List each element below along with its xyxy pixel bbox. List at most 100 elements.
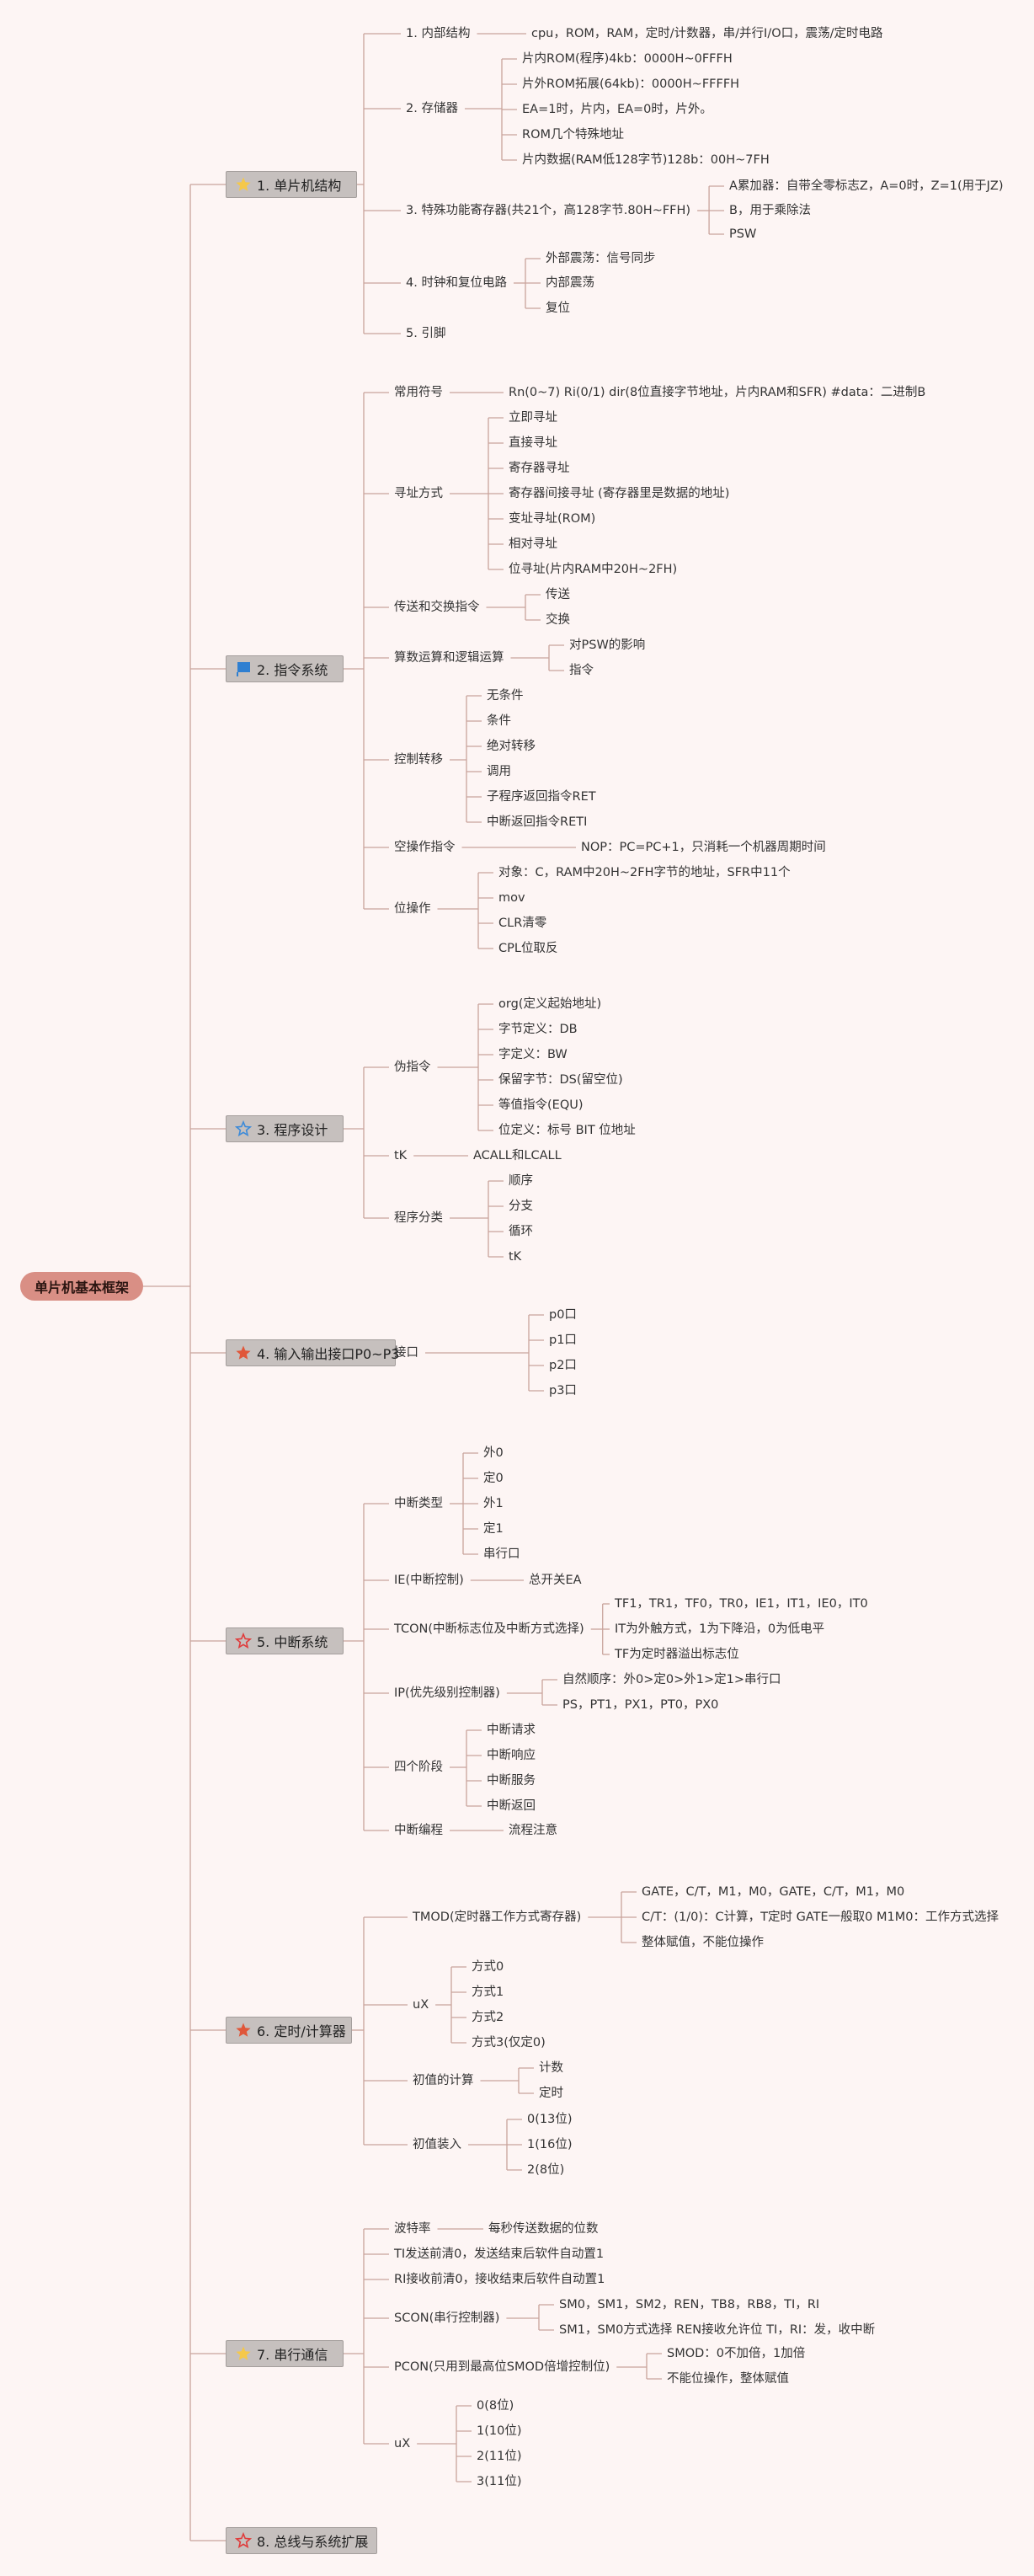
leaf-1-2-2[interactable]: 片外ROM拓展(64kb)：0000H~FFFFH — [522, 77, 740, 91]
leaf-5-1-4[interactable]: 定1 — [483, 1522, 504, 1536]
node-6-3[interactable]: 初值的计算 — [413, 2074, 474, 2087]
root-node[interactable]: 单片机基本框架 — [20, 1272, 143, 1301]
leaf-1-2-1[interactable]: 片内ROM(程序)4kb：0000H~0FFFH — [522, 52, 733, 66]
section-6[interactable]: 6. 定时/计算器 — [226, 2017, 352, 2044]
leaf-2-2-7[interactable]: 位寻址(片内RAM中20H~2FH) — [509, 563, 678, 576]
leaf-7-6-2[interactable]: 1(10位) — [477, 2424, 522, 2438]
leaf-4-1-2[interactable]: p1口 — [549, 1333, 577, 1347]
leaf-2-5-1[interactable]: 无条件 — [487, 689, 524, 703]
node-5-6[interactable]: 中断编程 — [394, 1824, 443, 1837]
node-3-1[interactable]: 伪指令 — [394, 1061, 431, 1074]
leaf-1-2-3[interactable]: EA=1时，片内，EA=0时，片外。 — [522, 103, 712, 116]
node-7-4[interactable]: SCON(串行控制器) — [394, 2311, 500, 2325]
leaf-1-2-4[interactable]: ROM几个特殊地址 — [522, 128, 624, 142]
leaf-4-1-4[interactable]: p3口 — [549, 1384, 577, 1398]
leaf-3-1-2[interactable]: 字节定义：DB — [498, 1023, 578, 1036]
leaf-6-1-3[interactable]: 整体赋值，不能位操作 — [642, 1936, 764, 1949]
node-1-2[interactable]: 2. 存储器 — [406, 102, 458, 115]
leaf-4-1-3[interactable]: p2口 — [549, 1359, 577, 1372]
node-1-3[interactable]: 3. 特殊功能寄存器(共21个，高128字节.80H~FFH) — [406, 204, 691, 217]
leaf-3-3-3[interactable]: 循环 — [509, 1225, 533, 1238]
leaf-2-2-5[interactable]: 变址寻址(ROM) — [509, 512, 596, 526]
leaf-7-6-4[interactable]: 3(11位) — [477, 2475, 522, 2488]
leaf-5-1-5[interactable]: 串行口 — [483, 1547, 520, 1561]
leaf-6-4-2[interactable]: 1(16位) — [527, 2138, 573, 2151]
leaf-2-7-4[interactable]: CPL位取反 — [498, 942, 558, 955]
leaf-3-2-1[interactable]: ACALL和LCALL — [473, 1149, 562, 1162]
node-6-4[interactable]: 初值装入 — [413, 2138, 461, 2151]
section-4[interactable]: 4. 输入输出接口P0~P3 — [226, 1339, 399, 1366]
leaf-1-4-3[interactable]: 复位 — [546, 302, 570, 315]
leaf-2-7-2[interactable]: mov — [498, 891, 525, 905]
leaf-2-5-2[interactable]: 条件 — [487, 714, 511, 728]
leaf-6-2-1[interactable]: 方式0 — [472, 1960, 504, 1974]
leaf-5-1-2[interactable]: 定0 — [483, 1472, 504, 1485]
leaf-5-4-2[interactable]: PS，PT1，PX1，PT0，PX0 — [562, 1698, 719, 1712]
leaf-7-5-2[interactable]: 不能位操作，整体赋值 — [667, 2372, 789, 2386]
leaf-1-1-1[interactable]: cpu，ROM，RAM，定时/计数器，串/并行I/O口，震荡/定时电路 — [531, 27, 883, 40]
leaf-4-1-1[interactable]: p0口 — [549, 1308, 577, 1322]
node-7-5[interactable]: PCON(只用到最高位SMOD倍增控制位) — [394, 2360, 610, 2374]
node-7-6[interactable]: uX — [394, 2437, 411, 2450]
leaf-7-4-1[interactable]: SM0，SM1，SM2，REN，TB8，RB8，TI，RI — [559, 2298, 820, 2311]
leaf-7-5-1[interactable]: SMOD：0不加倍，1加倍 — [667, 2347, 806, 2360]
leaf-6-3-2[interactable]: 定时 — [539, 2087, 563, 2100]
node-5-2[interactable]: IE(中断控制) — [394, 1574, 464, 1587]
leaf-3-1-4[interactable]: 保留字节：DS(留空位) — [498, 1073, 623, 1087]
node-7-3[interactable]: RI接收前清0，接收结束后软件自动置1 — [394, 2273, 605, 2286]
leaf-7-1-1[interactable]: 每秒传送数据的位数 — [488, 2222, 599, 2236]
leaf-2-5-4[interactable]: 调用 — [487, 765, 511, 778]
leaf-5-5-4[interactable]: 中断返回 — [487, 1799, 536, 1813]
leaf-6-2-3[interactable]: 方式2 — [472, 2011, 504, 2024]
node-1-1[interactable]: 1. 内部结构 — [406, 27, 471, 40]
leaf-5-5-2[interactable]: 中断响应 — [487, 1749, 536, 1762]
leaf-6-3-1[interactable]: 计数 — [539, 2061, 563, 2075]
leaf-2-2-1[interactable]: 立即寻址 — [509, 411, 557, 425]
node-5-1[interactable]: 中断类型 — [394, 1497, 443, 1510]
leaf-2-5-5[interactable]: 子程序返回指令RET — [487, 790, 596, 804]
leaf-2-6-1[interactable]: NOP：PC=PC+1，只消耗一个机器周期时间 — [581, 841, 826, 854]
section-3[interactable]: 3. 程序设计 — [226, 1115, 344, 1142]
leaf-1-2-5[interactable]: 片内数据(RAM低128字节)128b：00H~7FH — [522, 153, 770, 167]
node-5-5[interactable]: 四个阶段 — [394, 1761, 443, 1774]
leaf-5-5-1[interactable]: 中断请求 — [487, 1724, 536, 1737]
leaf-3-3-2[interactable]: 分支 — [509, 1200, 533, 1213]
leaf-3-1-1[interactable]: org(定义起始地址) — [498, 997, 602, 1011]
node-5-3[interactable]: TCON(中断标志位及中断方式选择) — [394, 1622, 584, 1636]
node-7-1[interactable]: 波特率 — [394, 2222, 431, 2236]
leaf-2-5-6[interactable]: 中断返回指令RETI — [487, 815, 588, 829]
node-6-2[interactable]: uX — [413, 1998, 429, 2012]
node-5-4[interactable]: IP(优先级别控制器) — [394, 1686, 500, 1700]
node-1-4[interactable]: 4. 时钟和复位电路 — [406, 276, 507, 290]
leaf-2-3-2[interactable]: 交换 — [546, 613, 570, 627]
node-2-3[interactable]: 传送和交换指令 — [394, 601, 480, 614]
leaf-5-6-1[interactable]: 流程注意 — [509, 1824, 557, 1837]
leaf-7-6-3[interactable]: 2(11位) — [477, 2450, 522, 2463]
leaf-5-1-3[interactable]: 外1 — [483, 1497, 504, 1510]
leaf-3-3-4[interactable]: tK — [509, 1250, 522, 1264]
leaf-6-1-1[interactable]: GATE，C/T，M1，M0，GATE，C/T，M1，M0 — [642, 1885, 905, 1899]
leaf-5-5-3[interactable]: 中断服务 — [487, 1774, 536, 1788]
leaf-3-1-5[interactable]: 等值指令(EQU) — [498, 1098, 584, 1112]
leaf-5-1-1[interactable]: 外0 — [483, 1446, 504, 1460]
leaf-2-4-1[interactable]: 对PSW的影响 — [569, 639, 646, 652]
leaf-2-1-1[interactable]: Rn(0~7) Ri(0/1) dir(8位直接字节地址，片内RAM和SFR) … — [509, 386, 926, 399]
leaf-5-3-3[interactable]: TF为定时器溢出标志位 — [615, 1648, 739, 1661]
leaf-5-3-1[interactable]: TF1，TR1，TF0，TR0，IE1，IT1，IE0，IT0 — [615, 1597, 868, 1611]
section-5[interactable]: 5. 中断系统 — [226, 1627, 344, 1654]
node-2-7[interactable]: 位操作 — [394, 902, 431, 916]
node-3-2[interactable]: tK — [394, 1149, 408, 1162]
leaf-3-3-1[interactable]: 顺序 — [509, 1174, 533, 1188]
leaf-6-1-2[interactable]: C/T：(1/0)：C计算，T定时 GATE一般取0 M1M0：工作方式选择 — [642, 1911, 999, 1924]
section-2[interactable]: 2. 指令系统 — [226, 655, 344, 682]
leaf-2-4-2[interactable]: 指令 — [569, 664, 594, 677]
node-1-5[interactable]: 5. 引脚 — [406, 327, 446, 340]
leaf-6-2-2[interactable]: 方式1 — [472, 1985, 504, 1999]
section-7[interactable]: 7. 串行通信 — [226, 2340, 344, 2367]
leaf-3-1-6[interactable]: 位定义：标号 BIT 位地址 — [498, 1124, 636, 1137]
leaf-1-3-3[interactable]: PSW — [729, 227, 757, 241]
leaf-1-4-2[interactable]: 内部震荡 — [546, 276, 594, 290]
section-1[interactable]: 1. 单片机结构 — [226, 171, 357, 198]
leaf-5-2-1[interactable]: 总开关EA — [529, 1574, 582, 1587]
node-4-1[interactable]: 接口 — [394, 1346, 418, 1360]
